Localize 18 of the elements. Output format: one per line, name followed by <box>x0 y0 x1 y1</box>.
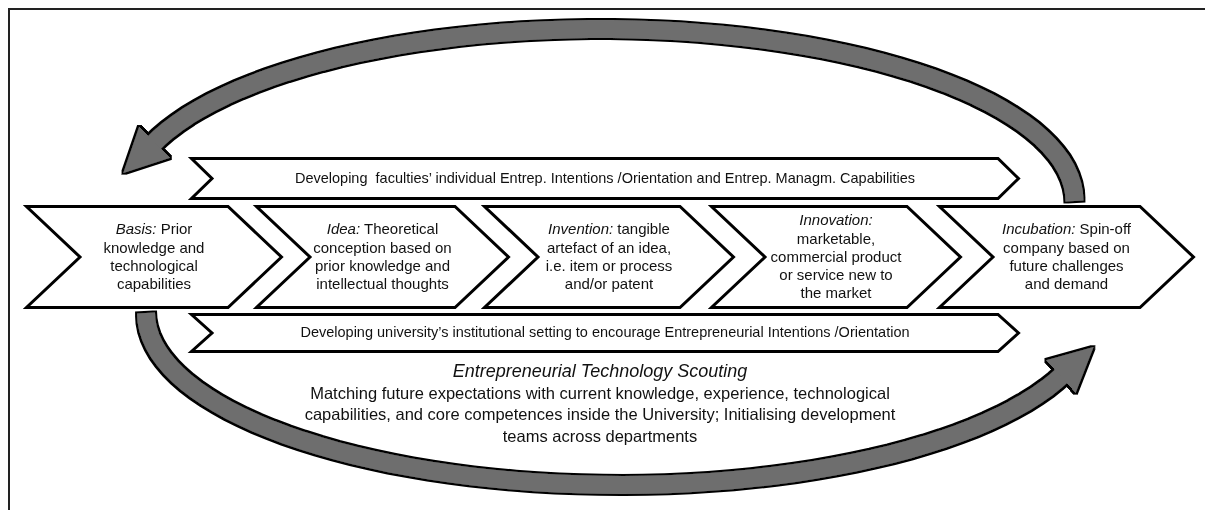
stage-text: Incubation: Spin-off company based on future challenges and demand <box>1001 220 1132 294</box>
stage-text: Basis: Prior knowledge and technological capabilities <box>102 220 206 294</box>
band-text: Developing faculties’ individual Entrep. Intentions /Orientation and Entrep. Managm. Capabilities <box>294 169 916 188</box>
curved-arrow <box>123 20 1084 202</box>
curved-arrow <box>137 311 1094 494</box>
chevron-band <box>190 157 1020 200</box>
chevron-stage <box>938 205 1195 309</box>
chevron-stage <box>710 205 962 309</box>
chevron-stage <box>25 205 283 309</box>
stage-text: Idea: Theoretical conception based on prior knowledge and intellectual thoughts <box>312 220 453 294</box>
stage-text: Invention: tangible artefact of an idea, i.e. item or process and/or patent <box>544 220 674 294</box>
stage-text: Innovation: marketable, commercial product or service new to the market <box>769 211 903 303</box>
chevron-stage <box>255 205 510 309</box>
band-text: Developing university’s institutional setting to encourage Entrepreneurial Intentions /Orientation <box>300 324 910 342</box>
description-text: Matching future expectations with current knowledge, experience, technological capabilities, and core competences inside the University; Initialising development teams across departments <box>303 383 897 447</box>
chevron-stage <box>483 205 735 309</box>
section-title: Entrepreneurial Technology Scouting <box>451 360 749 383</box>
chevron-band <box>190 313 1020 353</box>
